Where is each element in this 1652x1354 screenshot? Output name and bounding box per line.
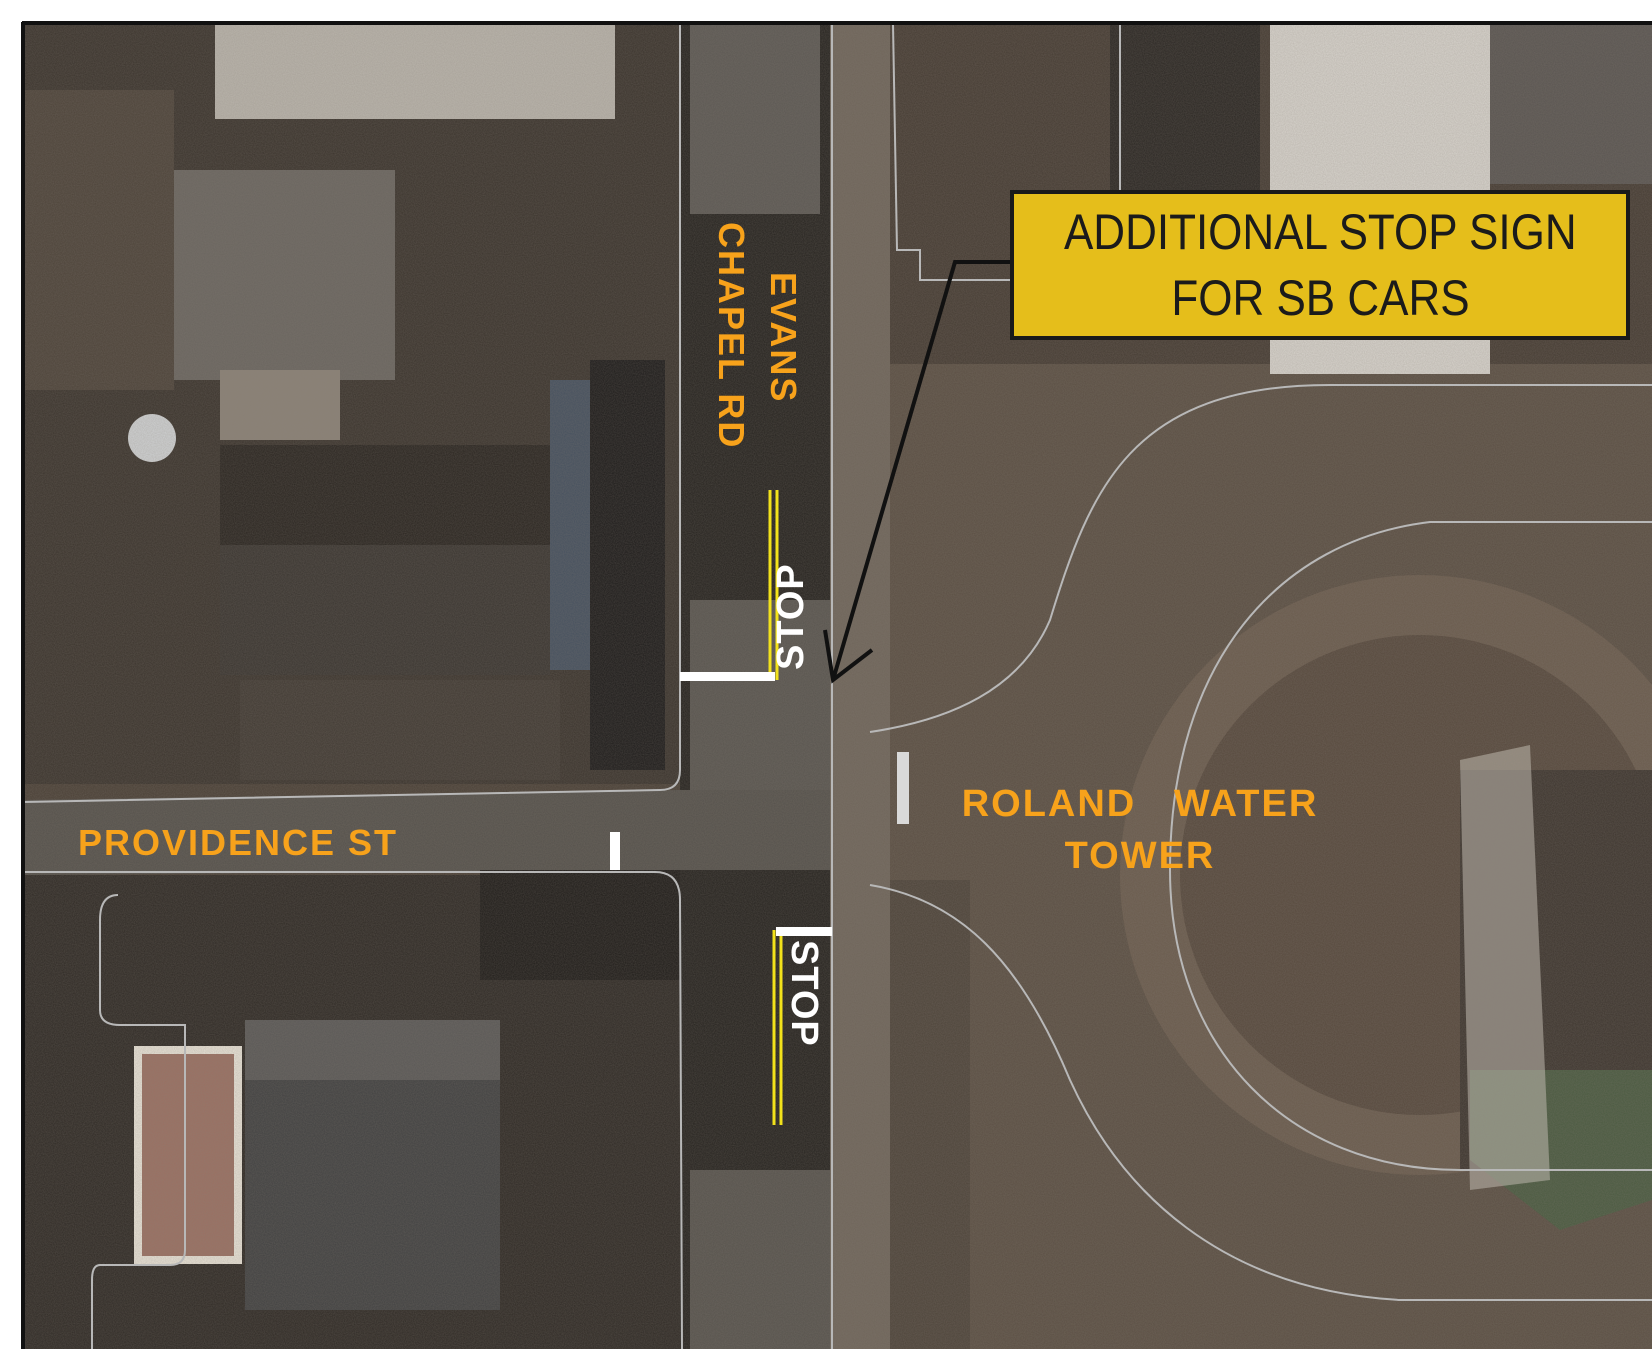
pavement-stop-south: STOP — [783, 940, 825, 1047]
stop-bar-north — [680, 672, 775, 681]
landmark-label-line2: TOWER — [1064, 835, 1216, 877]
street-label-evans-line1: EVANS — [763, 272, 804, 404]
street-label-evans-line2: CHAPEL RD — [711, 222, 752, 450]
landmark-label-line1: ROLAND WATER — [961, 783, 1319, 825]
callout-line1: ADDITIONAL STOP SIGN — [1063, 204, 1577, 260]
pavement-stop-north: STOP — [770, 563, 812, 670]
street-label-providence: PROVIDENCE ST — [78, 822, 399, 863]
stop-bar-south — [776, 927, 832, 936]
parcel-line — [24, 871, 683, 1349]
street-label-evans-chapel: EVANS CHAPEL RD — [711, 222, 822, 452]
parcel-line — [869, 884, 1652, 1301]
stop-bar-west — [610, 832, 620, 870]
parcel-line — [24, 769, 681, 803]
landmark-label-roland-water-tower: ROLAND WATER TOWER — [955, 778, 1325, 882]
parcel-line — [91, 894, 186, 1349]
callout-arrow — [823, 260, 1010, 684]
parcel-line — [1168, 521, 1652, 1171]
callout-line2: FOR SB CARS — [1170, 270, 1470, 326]
parcel-line — [869, 384, 1652, 733]
callout-box: ADDITIONAL STOP SIGN FOR SB CARS — [1010, 190, 1630, 340]
curb-marker — [897, 752, 909, 824]
